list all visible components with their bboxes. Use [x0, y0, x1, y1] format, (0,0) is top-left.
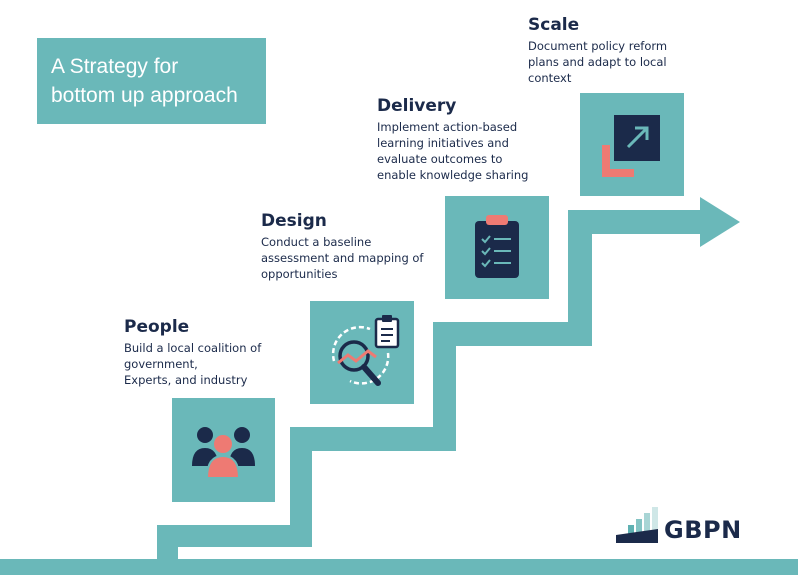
- clipboard-checklist-icon: [475, 215, 519, 278]
- step-delivery-title: Delivery: [377, 96, 457, 116]
- desc-line: assessment and mapping of: [261, 251, 424, 265]
- step-scale-title: Scale: [528, 15, 580, 35]
- step-scale-icon-box: [580, 93, 684, 196]
- desc-line: context: [528, 71, 572, 85]
- step-delivery-icon-box: [445, 196, 549, 299]
- analysis-icon: [331, 315, 400, 386]
- gbpn-logo-text: GBPN: [664, 516, 742, 544]
- scale-expand-icon: [602, 115, 660, 177]
- title-line-1: A Strategy for: [51, 55, 179, 78]
- step-people-icon-box: [172, 398, 275, 502]
- desc-line: Build a local coalition of: [124, 341, 262, 355]
- step-design-title: Design: [261, 211, 327, 231]
- desc-line: government,: [124, 357, 198, 371]
- step-design-desc: Conduct a baseline assessment and mappin…: [261, 234, 423, 282]
- desc-line: Experts, and industry: [124, 373, 248, 387]
- desc-line: Conduct a baseline: [261, 235, 372, 249]
- desc-line: opportunities: [261, 267, 338, 281]
- gbpn-logo: GBPN: [614, 507, 741, 547]
- desc-line: enable knowledge sharing: [377, 168, 529, 182]
- desc-line: Implement action-based: [377, 120, 518, 134]
- step-design-icon-box: [310, 301, 414, 404]
- title-line-2: bottom up approach: [51, 84, 238, 107]
- gbpn-logo-icon: [616, 507, 658, 543]
- desc-line: plans and adapt to local: [528, 55, 667, 69]
- desc-line: evaluate outcomes to: [377, 152, 503, 166]
- step-people-title: People: [124, 317, 190, 337]
- step-delivery-desc: Implement action-based learning initiati…: [377, 119, 528, 183]
- title-box: A Strategy for bottom up approach: [37, 38, 266, 124]
- desc-line: learning initiatives and: [377, 136, 509, 150]
- step-people-desc: Build a local coalition of government, E…: [124, 340, 261, 388]
- desc-line: Document policy reform: [528, 39, 668, 53]
- people-icon: [192, 427, 255, 479]
- step-scale-desc: Document policy reform plans and adapt t…: [528, 38, 667, 86]
- bottom-bar: [0, 559, 798, 575]
